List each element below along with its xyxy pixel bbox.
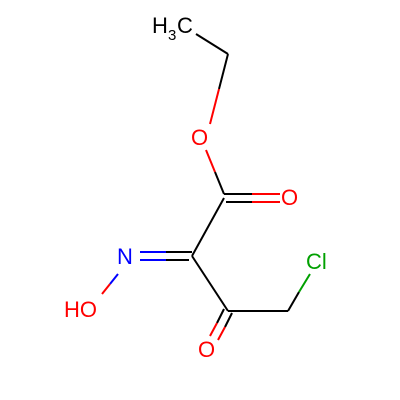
bond-alpha-keto — [191, 255, 229, 312]
bond-keto-o-double-a-black — [216, 308, 225, 324]
oxime-nitrogen-label: N — [117, 244, 133, 269]
ester-oxygen-label: O — [191, 125, 208, 150]
bond-n-hydroxyl-blue — [109, 273, 119, 285]
methyl-h-label: H — [152, 13, 168, 38]
bond-ch2-cl-green — [298, 273, 311, 293]
chlorine-label: Cl — [306, 249, 327, 274]
carbonyl-oxygen-label: O — [281, 185, 298, 210]
bond-ester-o-carbonyl-black — [214, 171, 225, 195]
hydroxyl-label: HO — [64, 297, 97, 322]
bond-ester-o-carbonyl-red — [205, 149, 216, 173]
bond-keto-o-double-b-black — [224, 312, 233, 328]
keto-oxygen-label: O — [198, 337, 215, 362]
bond-ch2-cl-black — [287, 291, 300, 312]
bond-ch2-ester-o-black — [218, 53, 229, 90]
bond-keto-o-double-a-red — [209, 322, 218, 337]
bond-ch2-ester-o-red — [209, 88, 220, 125]
bond-methyl-ch2 — [195, 33, 229, 55]
methyl-c-label: C — [177, 13, 193, 38]
bond-n-hydroxyl-red — [101, 283, 111, 295]
methyl-subscript-label: 3 — [168, 27, 176, 44]
bond-carbonyl-alpha — [191, 197, 225, 257]
bond-keto-o-double-b-red — [217, 326, 226, 341]
